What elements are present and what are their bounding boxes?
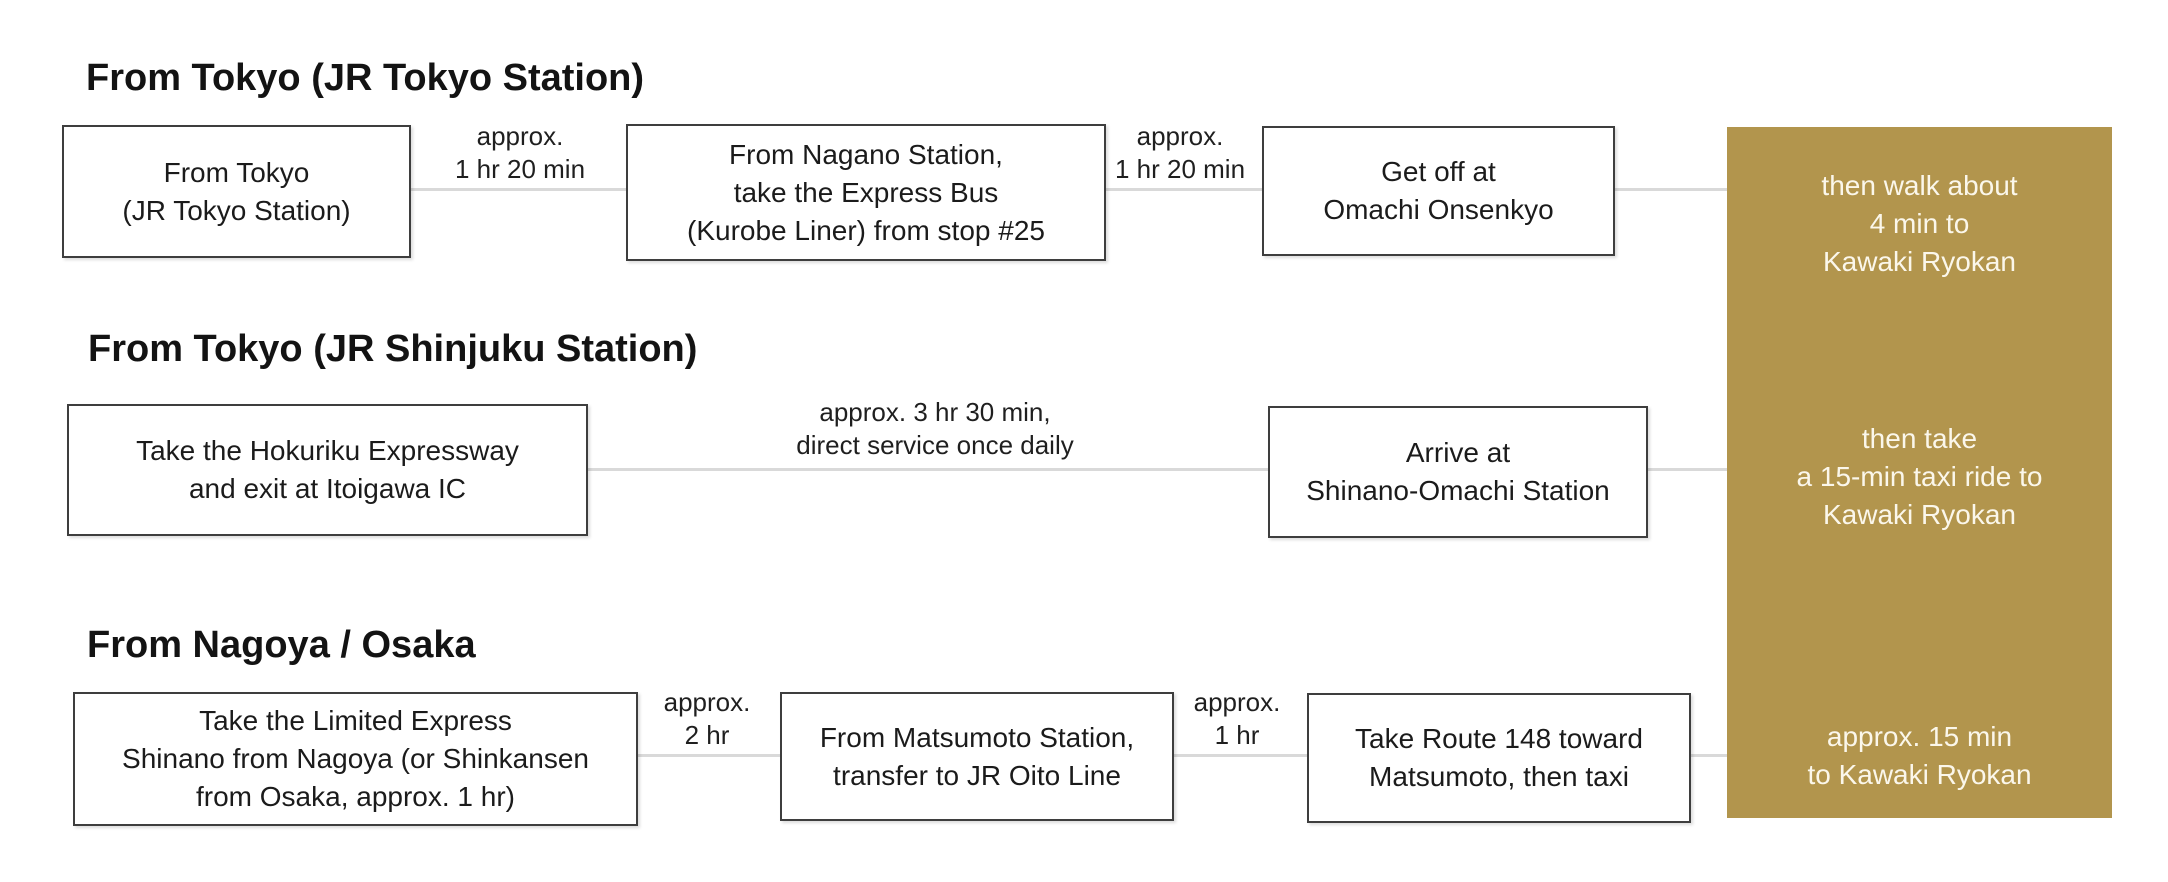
box-line: and exit at Itoigawa IC [188,473,467,504]
route-step-box: From Tokyo (JR Tokyo Station) [62,125,411,258]
duration-label: approx. 2 hr [664,686,751,752]
arrival-note-line: Kawaki Ryokan [1823,246,2016,277]
box-line: From Matsumoto Station, [819,721,1135,753]
arrival-note: then take a 15-min taxi ride to Kawaki R… [1727,420,2112,534]
duration-line: 1 hr 20 min [454,154,586,184]
arrival-note-line: then take [1861,423,1978,454]
route-step-box: Arrive at Shinano-Omachi Station [1268,406,1648,538]
section-heading-shinjuku-station: From Tokyo (JR Shinjuku Station) [88,328,698,370]
duration-label: approx. 1 hr 20 min [455,120,585,186]
box-line: From Tokyo [163,156,310,188]
duration-line: approx. 3 hr 30 min, [819,397,1051,427]
duration-label: approx. 3 hr 30 min, direct service once… [796,396,1073,462]
arrival-note-line: then walk about [1821,170,2018,201]
box-line: Take Route 148 toward [1355,723,1643,754]
route-step-box: Take Route 148 toward Matsumoto, then ta… [1307,693,1691,823]
duration-line: approx. [1136,121,1224,151]
box-line: Shinano from Nagoya (or Shinkansen [122,743,589,774]
box-line: from Osaka, approx. 1 hr) [195,781,515,812]
box-line: Matsumoto, then taxi [1369,761,1629,792]
box-line: (JR Tokyo Station) [122,194,351,226]
route-step-box: Take the Limited Express Shinano from Na… [73,692,638,826]
box-line: From Nagano Station, [729,138,1003,170]
duration-line: approx. [1193,687,1281,717]
duration-line: 1 hr 20 min [1114,154,1246,184]
box-line: transfer to JR Oito Line [833,759,1121,791]
duration-line: 1 hr [1214,720,1260,750]
box-line: Get off at [1381,156,1496,187]
connector-line [1611,188,1730,191]
duration-label: approx. 1 hr 20 min [1115,120,1245,186]
section-heading-nagoya-osaka: From Nagoya / Osaka [87,624,476,666]
arrival-note-line: 4 min to [1869,208,1970,239]
connector-line [584,468,1268,471]
arrival-note-line: to Kawaki Ryokan [1807,759,2032,790]
box-line: Take the Limited Express [199,705,512,736]
connector-line [1644,468,1730,471]
box-line: Take the Hokuriku Expressway [136,435,519,466]
duration-label: approx. 1 hr [1194,686,1281,752]
box-line: Omachi Onsenkyo [1323,194,1554,225]
duration-line: approx. [476,121,564,151]
connector-line [1687,754,1730,757]
connector-line [1102,188,1262,191]
section-heading-tokyo-station: From Tokyo (JR Tokyo Station) [86,57,645,99]
arrival-panel: then walk about 4 min to Kawaki Ryokan t… [1727,127,2112,818]
arrival-note-line: Kawaki Ryokan [1823,499,2016,530]
arrival-note-line: approx. 15 min [1826,721,2013,752]
arrival-note: approx. 15 min to Kawaki Ryokan [1727,718,2112,794]
duration-line: approx. [663,687,751,717]
route-step-box: From Nagano Station, take the Express Bu… [626,124,1106,261]
route-step-box: Take the Hokuriku Expressway and exit at… [67,404,588,536]
box-line: Shinano-Omachi Station [1306,475,1610,506]
arrival-note: then walk about 4 min to Kawaki Ryokan [1727,167,2112,281]
box-line: Arrive at [1405,437,1511,468]
connector-line [634,754,780,757]
duration-line: 2 hr [684,720,730,750]
route-step-box: From Matsumoto Station, transfer to JR O… [780,692,1174,821]
box-line: take the Express Bus [733,176,999,208]
box-line: (Kurobe Liner) from stop #25 [687,214,1045,246]
connector-line [407,188,626,191]
arrival-note-line: a 15-min taxi ride to [1796,461,2043,492]
duration-line: direct service once daily [796,430,1074,460]
connector-line [1170,754,1307,757]
route-step-box: Get off at Omachi Onsenkyo [1262,126,1615,256]
